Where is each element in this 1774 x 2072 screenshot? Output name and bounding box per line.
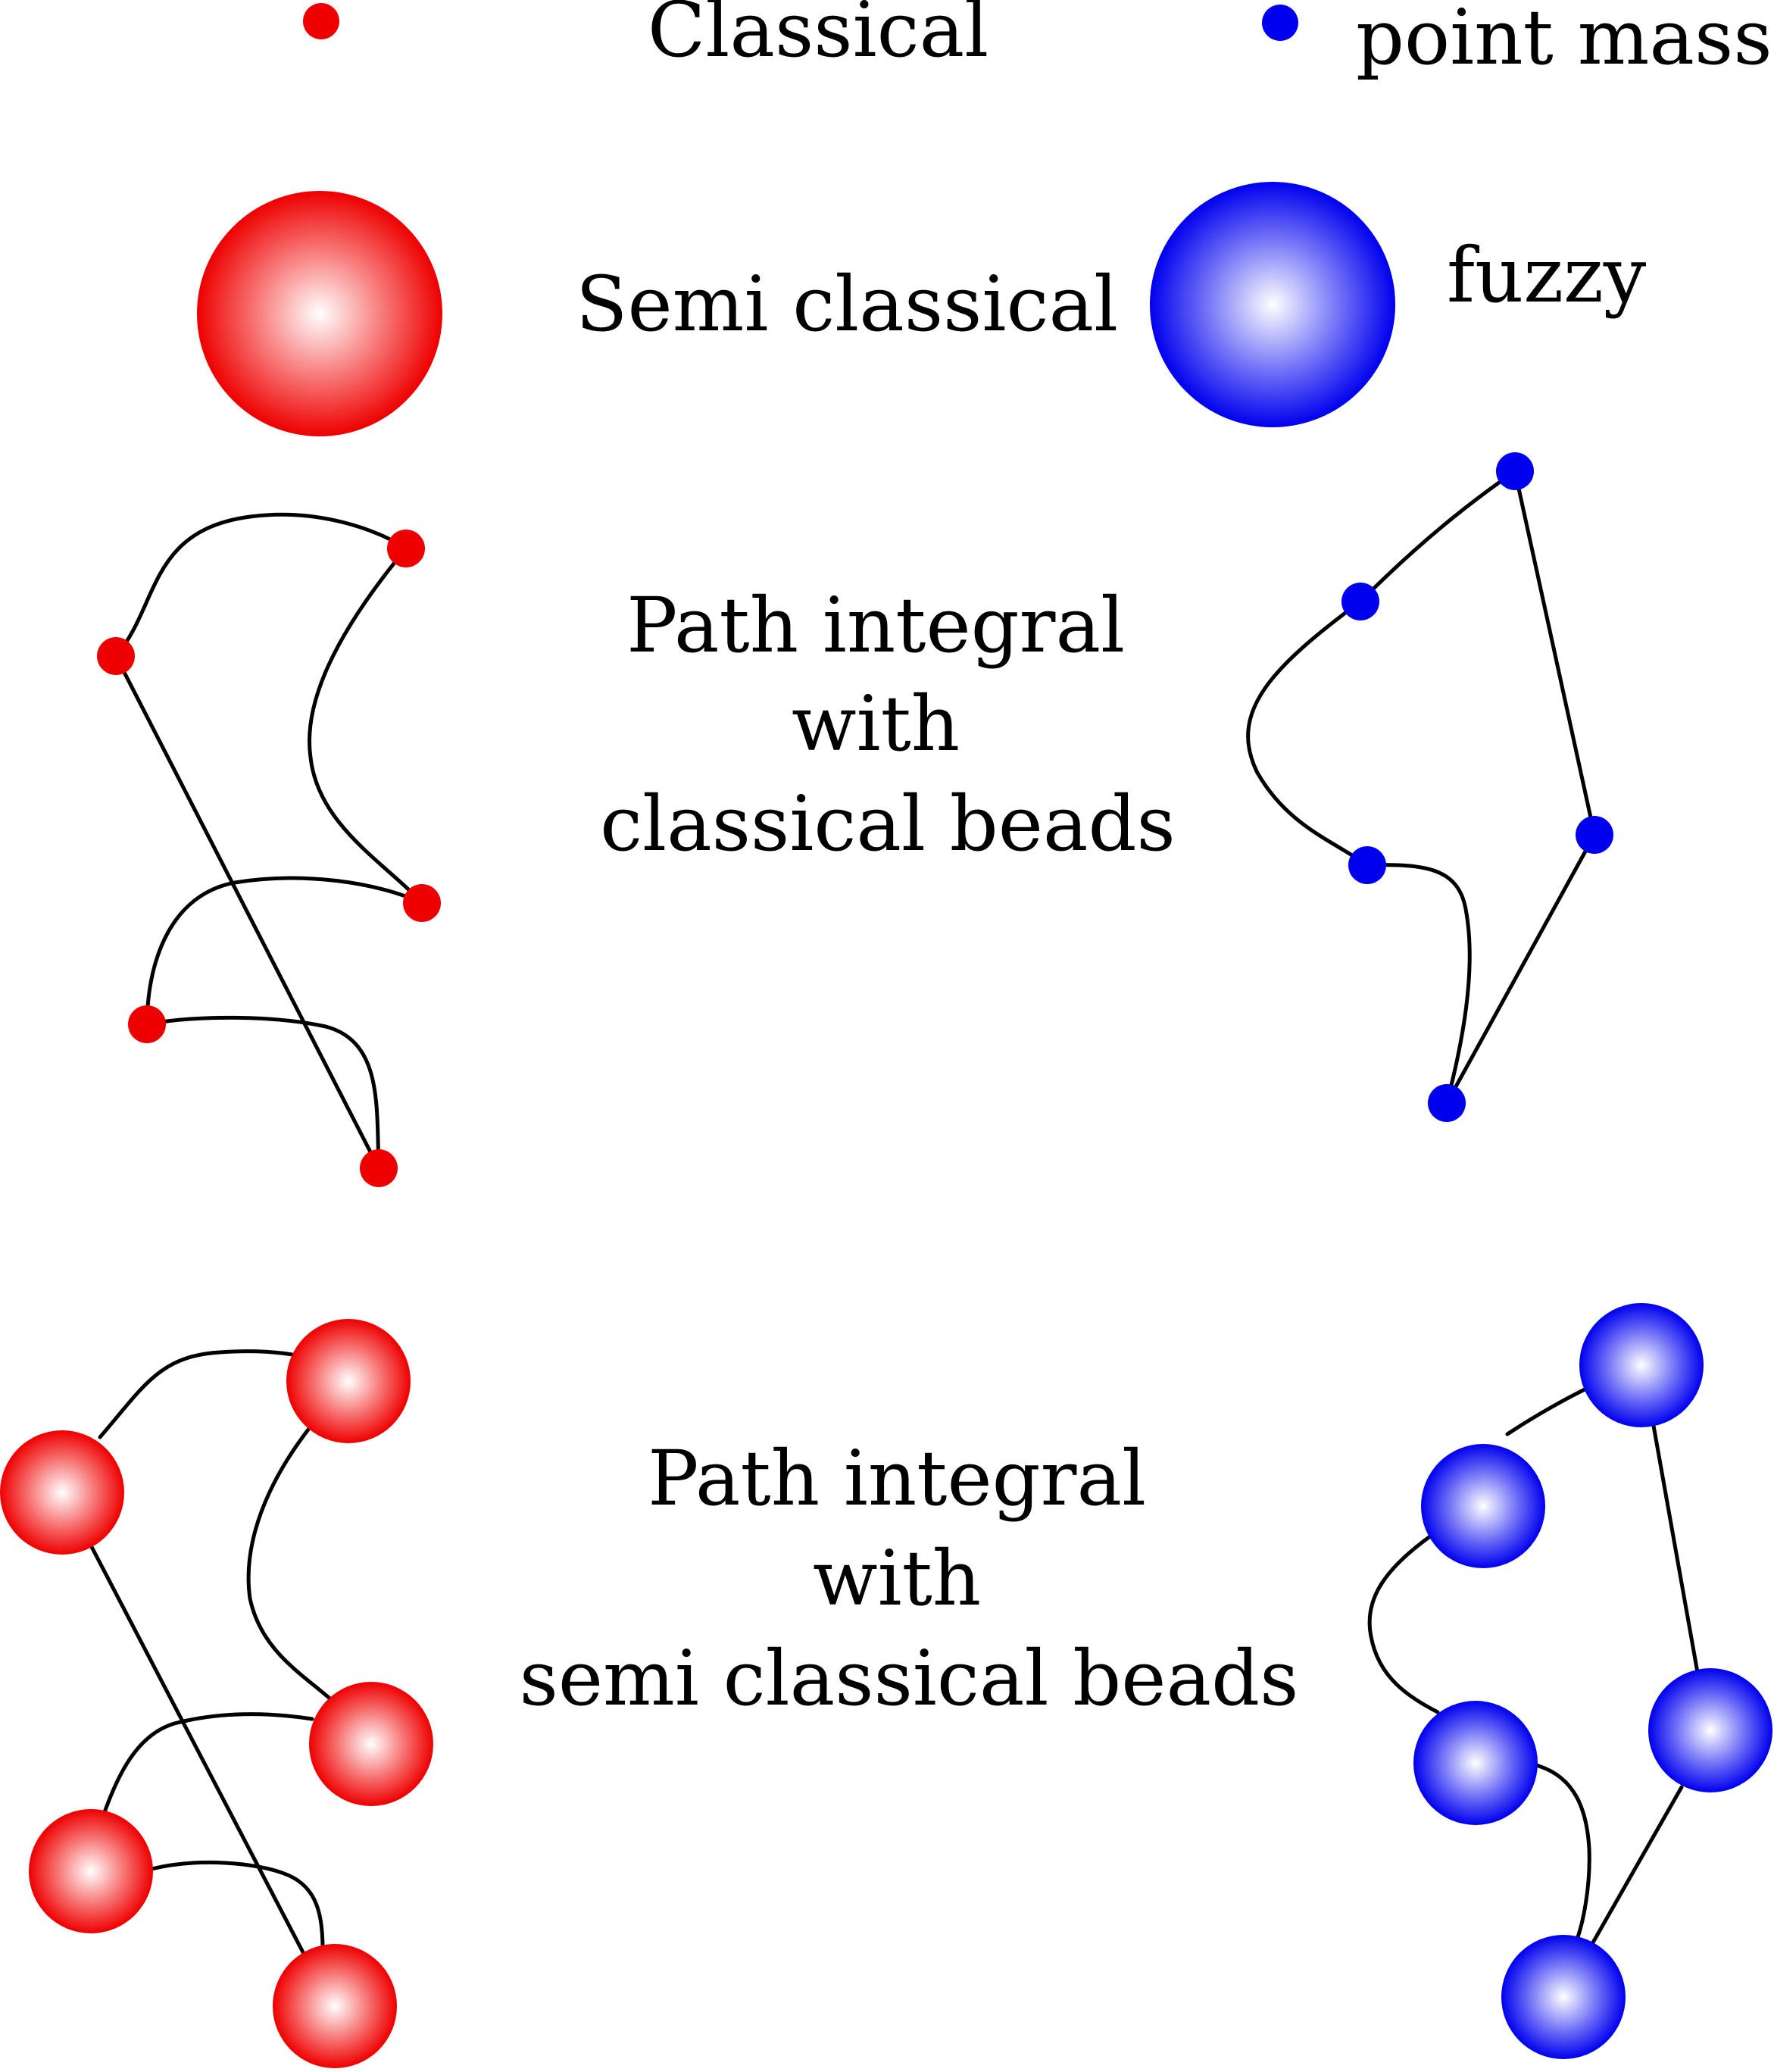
blue-semi-classical-bead <box>1579 1303 1704 1427</box>
red-semi-classical-bead <box>0 1430 124 1555</box>
red-classical-bead <box>387 530 425 567</box>
fuzzy-blue-sphere <box>1150 182 1395 427</box>
red-semi-link <box>102 1712 314 1814</box>
blue-classical-polymer <box>1246 452 1613 1122</box>
red-classical-bead <box>128 1005 166 1043</box>
blue-semi-link <box>1367 1534 1440 1714</box>
semi-classical-red-sphere <box>197 191 442 436</box>
point-mass-blue-dot <box>1262 5 1298 41</box>
blue-semi-classical-bead <box>1648 1668 1772 1792</box>
red-classical-bead <box>97 637 135 675</box>
blue-classical-bead <box>1348 846 1386 884</box>
red-semi-classical-polymer <box>0 1319 433 2068</box>
red-semi-classical-bead <box>286 1319 411 1443</box>
red-classical-link <box>145 1015 381 1170</box>
blue-classical-bead <box>1496 452 1534 490</box>
red-semi-classical-bead <box>309 1682 433 1806</box>
red-classical-polymer <box>97 512 441 1187</box>
point-masses-label: point masses <box>1356 0 1774 82</box>
blue-semi-classical-bead <box>1501 1935 1626 2059</box>
red-classical-link <box>308 546 424 905</box>
red-semi-link <box>98 1349 317 1439</box>
blue-semi-link <box>1534 1763 1591 1945</box>
blue-classical-link <box>1358 469 1517 604</box>
red-semi-link <box>246 1424 336 1704</box>
blue-classical-link <box>1513 469 1597 837</box>
blue-semi-link <box>1505 1384 1593 1436</box>
blue-semi-classical-polymer <box>1367 1303 1772 2059</box>
classical-label: Classical <box>648 0 989 74</box>
red-classical-link <box>145 876 424 1027</box>
semi-classical-label: Semi classical <box>576 260 1118 348</box>
path-integral-semi-classical-label: Path integral with semi classical beads <box>520 1434 1299 1723</box>
blue-semi-classical-bead <box>1421 1444 1545 1568</box>
blue-classical-bead <box>1341 583 1379 620</box>
blue-semi-link <box>1651 1424 1701 1679</box>
red-semi-classical-bead <box>273 1944 397 2068</box>
blue-classical-link <box>1365 863 1472 1105</box>
red-semi-link <box>149 1860 325 1948</box>
blue-classical-link <box>1246 599 1370 867</box>
red-semi-link <box>89 1543 314 1972</box>
red-classical-link <box>114 512 408 658</box>
blue-classical-link <box>1444 833 1597 1105</box>
blue-classical-bead <box>1576 816 1613 854</box>
red-classical-bead <box>360 1149 398 1187</box>
fuzzy-label: fuzzy <box>1447 231 1647 320</box>
classical-red-dot <box>303 3 339 39</box>
red-semi-classical-bead <box>29 1809 153 1933</box>
blue-classical-bead <box>1428 1084 1466 1122</box>
blue-semi-classical-bead <box>1413 1701 1538 1825</box>
red-classical-bead <box>403 884 441 922</box>
path-integral-classical-label: Path integral with classical beads <box>600 581 1176 868</box>
blue-semi-link <box>1591 1785 1684 1945</box>
red-classical-link <box>114 654 381 1170</box>
